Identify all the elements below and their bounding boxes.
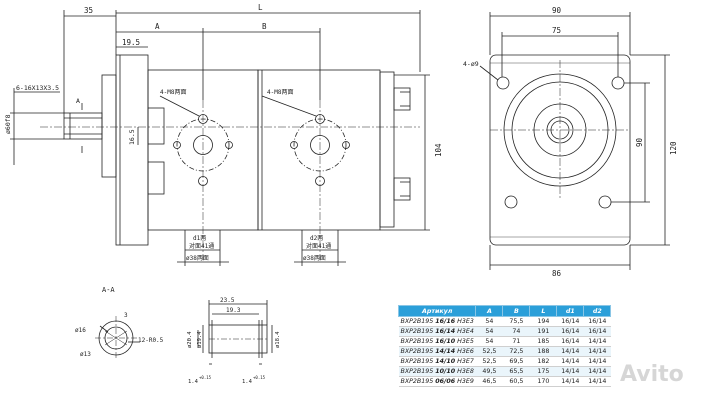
bore-2: ø38两面 — [303, 255, 326, 262]
mount-hole-br — [598, 195, 612, 209]
shaft-spec-label: 6-16X13X3.5 — [16, 84, 59, 92]
watermark-logo: Avito — [620, 362, 684, 387]
mounting-flange — [101, 74, 117, 178]
col-l: L — [529, 305, 558, 317]
mount-hole-tr — [611, 76, 625, 90]
dim-90-width: 90 — [552, 6, 562, 15]
dia-a: ø20.4 — [187, 331, 193, 348]
front-view-flange — [489, 54, 631, 246]
port-label-2: 4-M8两面 — [267, 89, 293, 96]
col-a: A — [475, 305, 504, 317]
dim-19-5: 19.5 — [122, 38, 140, 47]
section-d16: ø16 — [75, 327, 86, 334]
section-r3: 3 — [124, 312, 128, 319]
mount-hole-bl — [504, 195, 518, 209]
bore-1: ø38两面 — [186, 255, 209, 262]
col-b: B — [502, 305, 531, 317]
dia-60: ø60f8 — [4, 114, 12, 134]
len-19-3: 19.3 — [226, 307, 241, 314]
dim-120: 120 — [669, 141, 678, 155]
d1-sub: 对面41通 — [189, 242, 214, 250]
col-d2: d2 — [583, 305, 612, 317]
end-cover — [379, 71, 395, 228]
dim-104: 104 — [434, 143, 443, 157]
dia-b: ø19.4 — [197, 331, 203, 348]
dim-16-5: 16.5 — [128, 129, 136, 145]
holes-label: 4-ø9 — [463, 60, 479, 68]
dim-75: 75 — [552, 26, 561, 35]
mount-hole-tl — [496, 76, 510, 90]
spec-table: Артикул A B L d1 d2 BXP2B195 16/16 H3E3 … — [397, 305, 612, 387]
dim-A: A — [155, 22, 160, 31]
front-plate — [115, 54, 149, 246]
col-d1: d1 — [556, 305, 585, 317]
dia-r: ø18.4 — [275, 331, 281, 348]
section-title: A-A — [102, 286, 115, 294]
tol-1-sup: +0.15 — [199, 375, 212, 380]
len-23-5: 23.5 — [220, 297, 235, 304]
d2-sub: 对面41通 — [306, 242, 331, 250]
port-label-1: 4-M8两面 — [160, 89, 186, 96]
tol-2-sup: +0.15 — [253, 375, 266, 380]
tol-1: 1.4 — [188, 379, 199, 385]
dim-90-height: 90 — [635, 137, 644, 147]
spec-table-header: Артикул A B L d1 d2 — [397, 305, 612, 317]
dim-35: 35 — [84, 6, 93, 15]
dim-86: 86 — [552, 269, 562, 278]
section-d13: ø13 — [80, 351, 91, 358]
col-article: Артикул — [397, 305, 477, 317]
tol-2: 1.4 — [242, 379, 253, 385]
arrow-A-top: A — [76, 97, 80, 105]
d1-label: d1两 — [193, 235, 206, 242]
section-d12: 12-R0.5 — [138, 337, 164, 344]
dim-L: L — [258, 3, 263, 12]
d2-label: d2两 — [310, 235, 323, 242]
dim-B: B — [262, 22, 267, 31]
